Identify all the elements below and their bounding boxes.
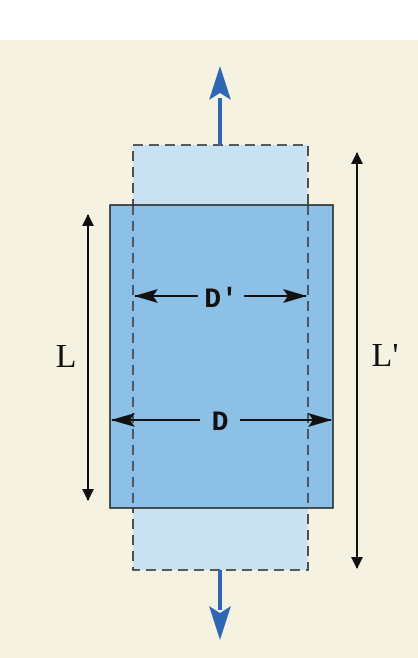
down-arrow-icon <box>209 570 231 640</box>
deformed-shape <box>109 204 334 509</box>
l-prime-label: L' <box>372 337 399 374</box>
l-label: L <box>56 338 77 375</box>
up-arrow-icon <box>209 66 231 145</box>
d-prime-label: D′ <box>204 285 238 316</box>
d-label: D <box>212 408 229 439</box>
